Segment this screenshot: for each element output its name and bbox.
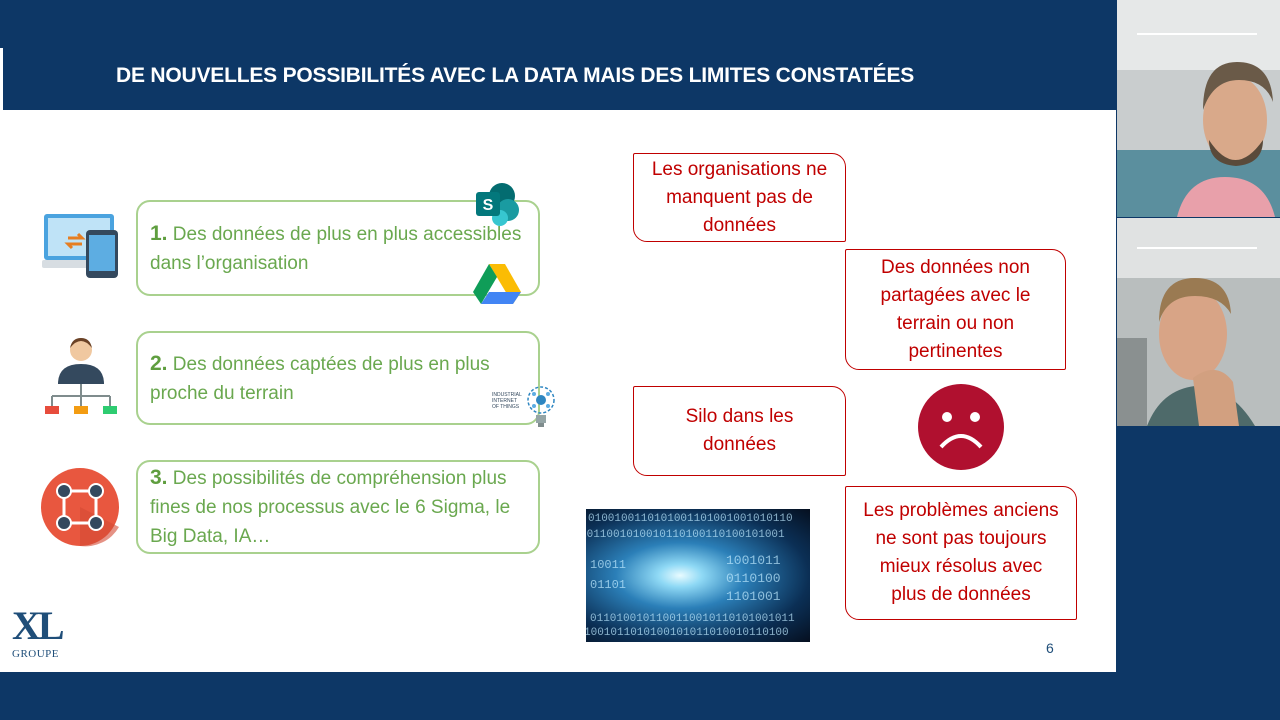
limit-text-2: Des données non partagées avec le terrai… [880,256,1031,362]
item-box-2: 2. Des données captées de plus en plus p… [136,331,540,425]
item-box-3: 3. Des possibilités de compréhension plu… [136,460,540,554]
limit-box-1: Les organisations ne manquent pas de don… [633,153,846,242]
devices-sync-icon [42,214,118,278]
sharepoint-icon: S [476,183,519,226]
slide-title-bar [0,48,1116,110]
item-number-3: 3. [150,466,168,489]
iiot-label-line1: INDUSTRIAL [492,392,522,398]
limit-box-3: Silo dans les données [633,386,846,476]
item-number-2: 2. [150,351,168,375]
industrial-iot-icon: INDUSTRIAL INTERNET OF THINGS [492,384,558,430]
item-text-1: 1. Des données de plus en plus accessibl… [150,219,526,278]
sad-face-icon [918,384,1004,470]
item-label-3: Des possibilités de compréhension plus f… [150,468,511,547]
limit-box-4: Les problèmes anciens ne sont pas toujou… [845,486,1077,620]
google-drive-icon [473,264,521,304]
item-text-3: 3. Des possibilités de compréhension plu… [150,463,526,551]
xl-groupe-logo: XL GROUPE [12,603,65,661]
item-text-2: 2. Des données captées de plus en plus p… [150,349,526,408]
lightbulb-network-icon [527,386,555,427]
process-network-icon [41,468,119,547]
logo-mark: XL [12,603,65,648]
limit-text-3: Silo dans les données [685,406,794,455]
participant-1-silhouette [1117,0,1280,217]
limit-text-4: Les problèmes anciens ne sont pas toujou… [863,500,1059,605]
item-number-1: 1. [150,221,168,245]
slide-page-number: 6 [1046,640,1054,656]
participant-video-2[interactable] [1117,218,1280,426]
slide-title: DE NOUVELLES POSSIBILITÉS AVEC LA DATA M… [116,64,915,87]
svg-text:S: S [483,197,494,214]
binary-data-tunnel-image: 0100100110101001101001001010110 10110010… [586,509,810,642]
iiot-label-line3: OF THINGS [492,404,520,410]
item-label-2: Des données captées de plus en plus proc… [150,353,490,404]
org-chart-person-icon [45,338,117,414]
slide-top-bar [0,0,1116,48]
limit-box-2: Des données non partagées avec le terrai… [845,249,1066,370]
participant-video-1[interactable] [1117,0,1280,217]
item-box-1: 1. Des données de plus en plus accessibl… [136,200,540,296]
item-label-1: Des données de plus en plus accessibles … [150,223,522,274]
presentation-slide: DE NOUVELLES POSSIBILITÉS AVEC LA DATA M… [0,0,1116,672]
limit-text-1: Les organisations ne manquent pas de don… [651,158,828,236]
logo-subtitle: GROUPE [12,648,60,660]
iiot-label-line2: INTERNET [492,398,517,404]
participant-2-silhouette [1117,218,1280,426]
